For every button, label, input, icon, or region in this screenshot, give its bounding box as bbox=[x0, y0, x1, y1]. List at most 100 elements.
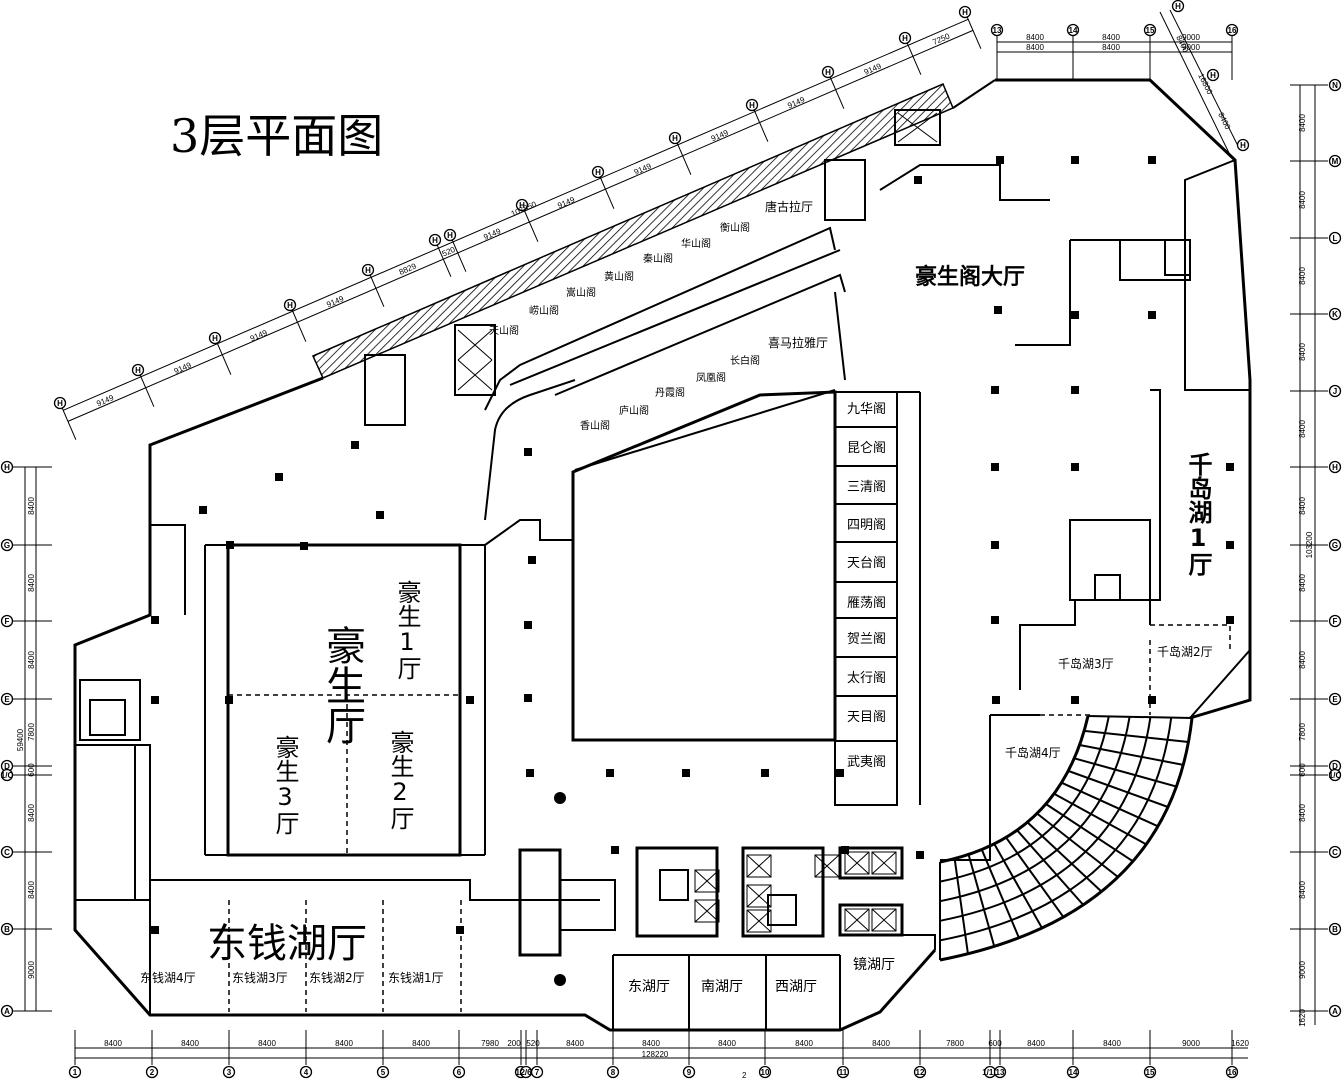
room-south-3: 丹霞阁 bbox=[655, 386, 685, 399]
dimension-value: 7980 bbox=[481, 1039, 499, 1048]
axis-bubble bbox=[0, 922, 14, 936]
dimension-value: 9149 bbox=[556, 195, 576, 211]
glass-arc-mullion bbox=[953, 858, 969, 954]
dimension-value: 8400 bbox=[412, 1039, 430, 1048]
column bbox=[1226, 541, 1234, 549]
axis-bubble bbox=[1143, 23, 1157, 37]
dimension-value: 8400 bbox=[1298, 497, 1307, 515]
axis-bubble bbox=[68, 1065, 82, 1079]
glass-arc-mullion bbox=[1084, 729, 1189, 744]
dimension-value: 8400 bbox=[27, 574, 36, 592]
axis-label: 16 bbox=[1228, 26, 1237, 35]
axis-label: 1 bbox=[73, 1068, 78, 1077]
column bbox=[996, 156, 1004, 164]
axis-label: H bbox=[287, 301, 293, 310]
column bbox=[1071, 311, 1079, 319]
axis-label: 3 bbox=[227, 1068, 232, 1077]
axis-bubble bbox=[958, 5, 972, 19]
axis-bubble bbox=[0, 538, 14, 552]
axis-label: 11 bbox=[839, 1068, 848, 1077]
axis-label: H bbox=[135, 366, 141, 375]
dimension-value: 9149 bbox=[173, 360, 193, 376]
axis-bubble bbox=[1143, 1065, 1157, 1079]
axis-label: 1/C bbox=[1329, 771, 1342, 780]
room-north-2: 华山阁 bbox=[681, 237, 711, 250]
elevator-cross bbox=[746, 884, 772, 908]
axis-label: 8 bbox=[611, 1068, 616, 1077]
room-column-2: 昆仑阁 bbox=[847, 441, 886, 456]
column bbox=[528, 556, 536, 564]
axis-label: 14 bbox=[1069, 1068, 1078, 1077]
dimension-line bbox=[1159, 11, 1231, 156]
axis-label: A bbox=[4, 1007, 10, 1016]
dimension-value: 7800 bbox=[946, 1039, 964, 1048]
axis-label: H bbox=[519, 201, 525, 210]
column bbox=[351, 441, 359, 449]
column bbox=[1071, 156, 1079, 164]
dimension-value: 8400 bbox=[1103, 1039, 1121, 1048]
axis-label: G bbox=[1332, 541, 1338, 550]
axis-label: H bbox=[4, 463, 10, 472]
axis-label: 7 bbox=[535, 1068, 540, 1077]
dimension-line bbox=[1169, 9, 1241, 151]
axis-label: E bbox=[4, 695, 10, 704]
axis-label: H bbox=[57, 399, 63, 408]
room-column-6: 雁荡阁 bbox=[847, 596, 886, 611]
room-north-3: 秦山阁 bbox=[643, 252, 673, 265]
column bbox=[376, 511, 384, 519]
elevator-icon bbox=[694, 899, 720, 923]
axis-label: H bbox=[1332, 463, 1338, 472]
axis-label: 1/12 bbox=[982, 1068, 998, 1077]
dimension-value: 7800 bbox=[27, 723, 36, 741]
axis-label: J bbox=[1333, 387, 1337, 396]
elevator-cross bbox=[746, 909, 772, 933]
axis-bubble bbox=[0, 692, 14, 706]
axis-bubble bbox=[591, 165, 605, 179]
dimension-value: 8400 bbox=[27, 651, 36, 669]
axis-label: 2 bbox=[150, 1068, 155, 1077]
dimension-value: 8400 bbox=[335, 1039, 353, 1048]
dimension-value: 1620 bbox=[1298, 1009, 1307, 1027]
axis-bubble bbox=[0, 845, 14, 859]
column bbox=[151, 696, 159, 704]
dimension-value: 8400 bbox=[1026, 43, 1044, 52]
axis-bubble bbox=[530, 1065, 544, 1079]
column bbox=[606, 769, 614, 777]
column bbox=[916, 851, 924, 859]
column bbox=[992, 696, 1000, 704]
axis-label: G bbox=[4, 541, 10, 550]
dimension-value: 8400 bbox=[1298, 881, 1307, 899]
column bbox=[466, 696, 474, 704]
column bbox=[1148, 696, 1156, 704]
axis-label: 5 bbox=[381, 1068, 386, 1077]
dimension-value: 128220 bbox=[642, 1050, 669, 1059]
elevator-cross bbox=[871, 908, 897, 932]
column bbox=[991, 616, 999, 624]
elevator-icon bbox=[746, 884, 772, 908]
axis-label: 13 bbox=[996, 1068, 1005, 1077]
axis-bubble bbox=[208, 331, 222, 345]
elevator-icon bbox=[694, 869, 720, 893]
grid-line bbox=[964, 11, 982, 49]
column bbox=[991, 386, 999, 394]
dimension-value: 600 bbox=[1298, 763, 1307, 777]
room-qiandaohu-3: 千岛湖3厅 bbox=[1058, 656, 1114, 671]
dimension-value: 9000 bbox=[1298, 961, 1307, 979]
glass-arc-ring bbox=[939, 715, 1090, 864]
room-column-8: 太行阁 bbox=[847, 671, 886, 686]
glass-arc-mullion bbox=[1079, 743, 1184, 766]
column bbox=[841, 846, 849, 854]
axis-bubble bbox=[1236, 138, 1250, 152]
axis-bubble bbox=[1066, 1065, 1080, 1079]
axis-bubble bbox=[913, 1065, 927, 1079]
column bbox=[151, 926, 159, 934]
dimension-value: 8400 bbox=[1298, 267, 1307, 285]
structural-columns bbox=[151, 156, 1234, 986]
room-north-5: 嵩山阁 bbox=[566, 286, 596, 299]
dimension-value: 8400 bbox=[181, 1039, 199, 1048]
axis-label: H bbox=[1210, 71, 1216, 80]
dimension-value: 8400 bbox=[27, 881, 36, 899]
room-south-4: 庐山阁 bbox=[619, 404, 649, 417]
column bbox=[275, 473, 283, 481]
column bbox=[991, 463, 999, 471]
